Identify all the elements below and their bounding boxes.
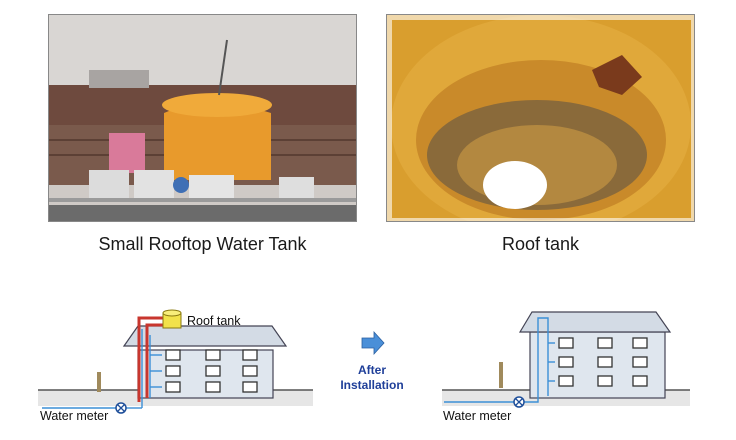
water-meter-label-left: Water meter [40, 409, 108, 423]
after-installation-arrow: After Installation [340, 330, 404, 392]
post-left [97, 372, 101, 392]
rooftop-tank-photo [48, 14, 357, 222]
roof-right [518, 311, 672, 333]
roof-tank-caption: Roof tank [501, 234, 580, 254]
rooftop-tank-caption: Small Rooftop Water Tank [98, 234, 307, 254]
after-diagram: Water meter [442, 311, 690, 423]
tank-interior-photo [386, 14, 695, 222]
water-meter-label-right: Water meter [443, 409, 511, 423]
installation-diagram: Roof tank Water meter After Installation [38, 309, 690, 423]
installation-label: Installation [340, 378, 403, 392]
after-label: After [358, 363, 386, 377]
arrow-right-icon [361, 330, 385, 356]
post-right [499, 362, 503, 388]
roof-tank-icon [162, 309, 182, 329]
before-diagram: Roof tank Water meter [38, 309, 313, 423]
roof-tank-label: Roof tank [187, 314, 241, 328]
roof-left [122, 325, 288, 347]
